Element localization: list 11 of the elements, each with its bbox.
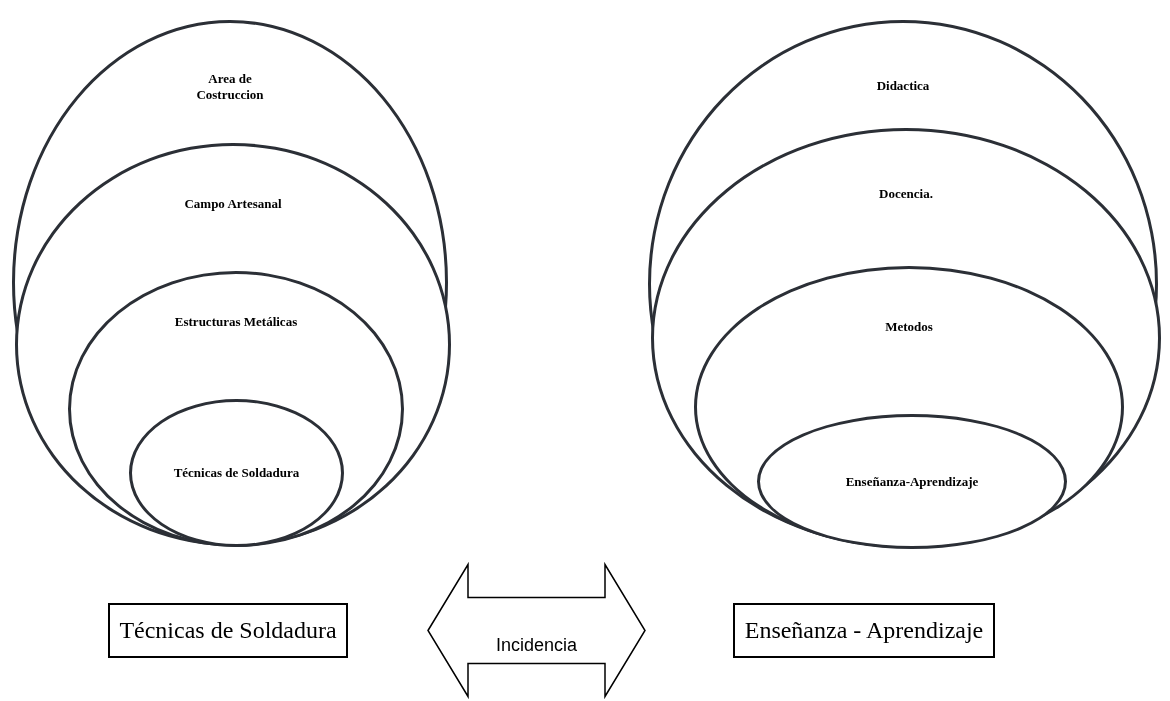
ellipse-label: Enseñanza-Aprendizaje [845,473,979,490]
ellipse-label: Metodos [885,319,933,335]
ellipse-label: Técnicas de Soldadura [173,465,300,481]
ellipse-label: Area de Costruccion [195,71,265,103]
text-box: Enseñanza - Aprendizaje [733,603,995,658]
ellipse-label: Campo Artesanal [184,196,282,212]
double-block-arrow [427,561,646,700]
ellipse-label: Docencia. [879,186,933,202]
ellipse-label: Didactica [876,78,930,94]
text-box: Técnicas de Soldadura [108,603,348,658]
ellipse-label: Estructuras Metálicas [174,314,298,330]
